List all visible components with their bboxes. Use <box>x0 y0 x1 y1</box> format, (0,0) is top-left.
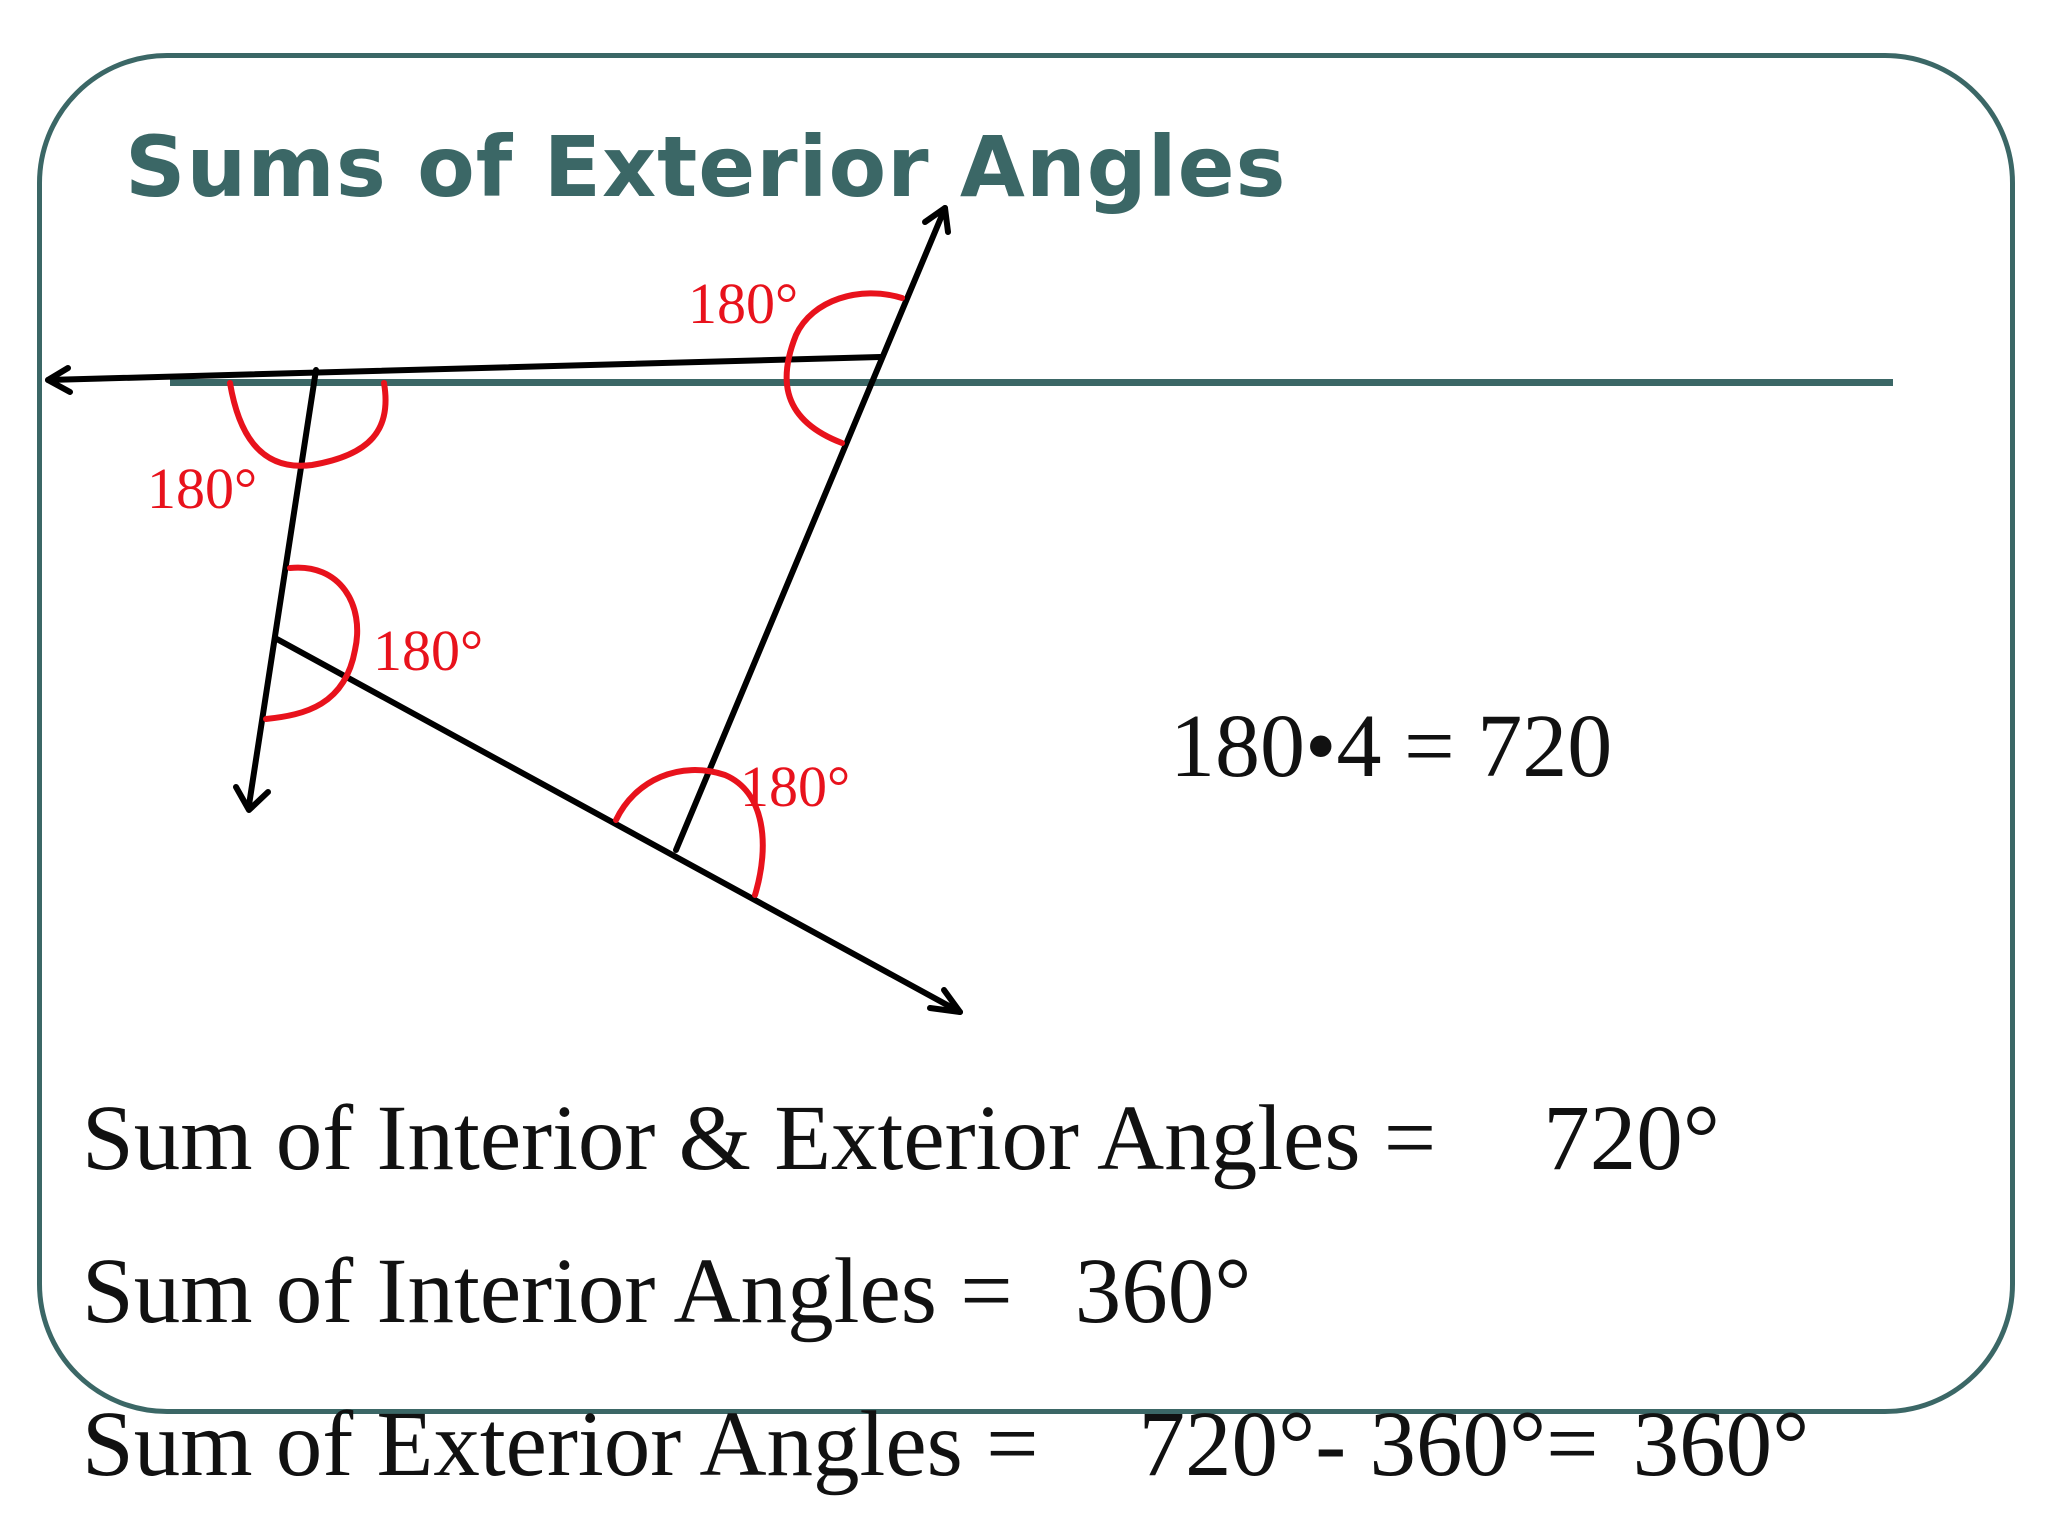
top-side-ray <box>45 354 883 383</box>
exterior-sum-label: Sum of Exterior Angles = <box>82 1393 1039 1496</box>
right-ray-arrowhead <box>922 205 951 235</box>
interior-sum-value: 360° <box>1074 1240 1252 1343</box>
angle-arc-bottom <box>613 767 766 898</box>
interior-exterior-sum-value: 720° <box>1543 1087 1720 1190</box>
slide-title: Sums of Exterior Angles <box>125 118 1287 216</box>
left-ray-arrowhead <box>233 784 271 813</box>
top-ray-arrowhead <box>45 365 73 395</box>
exterior-sum-line: Sum of Exterior Angles =720°- 360°=360° <box>82 1398 1809 1491</box>
bottom-side-ray <box>272 635 963 1015</box>
right-side-ray <box>673 205 948 853</box>
exterior-sum-value: 360° <box>1632 1393 1810 1496</box>
angle-label-bottom: 180° <box>740 754 850 819</box>
bottom-ray-arrowhead <box>927 987 963 1015</box>
slide-frame <box>37 53 2015 1414</box>
angle-label-left: 180° <box>373 618 483 683</box>
interior-sum-line: Sum of Interior Angles =360° <box>82 1245 1251 1338</box>
angle-arc-top-right <box>783 290 905 446</box>
exterior-sum-calc: 720°- 360°= <box>1138 1393 1599 1496</box>
left-side-ray <box>246 367 319 808</box>
interior-sum-label: Sum of Interior Angles = <box>82 1240 1013 1343</box>
interior-exterior-sum-line: Sum of Interior & Exterior Angles =720° <box>82 1092 1720 1185</box>
angle-label-top-right: 180° <box>688 271 798 336</box>
interior-exterior-sum-label: Sum of Interior & Exterior Angles = <box>82 1087 1437 1190</box>
product-equation: 180•4 = 720 <box>1170 697 1613 796</box>
angle-arc-top-left <box>227 380 389 469</box>
angle-label-top-left: 180° <box>147 456 257 521</box>
angle-arc-left <box>263 564 361 722</box>
title-rule <box>170 379 1893 386</box>
